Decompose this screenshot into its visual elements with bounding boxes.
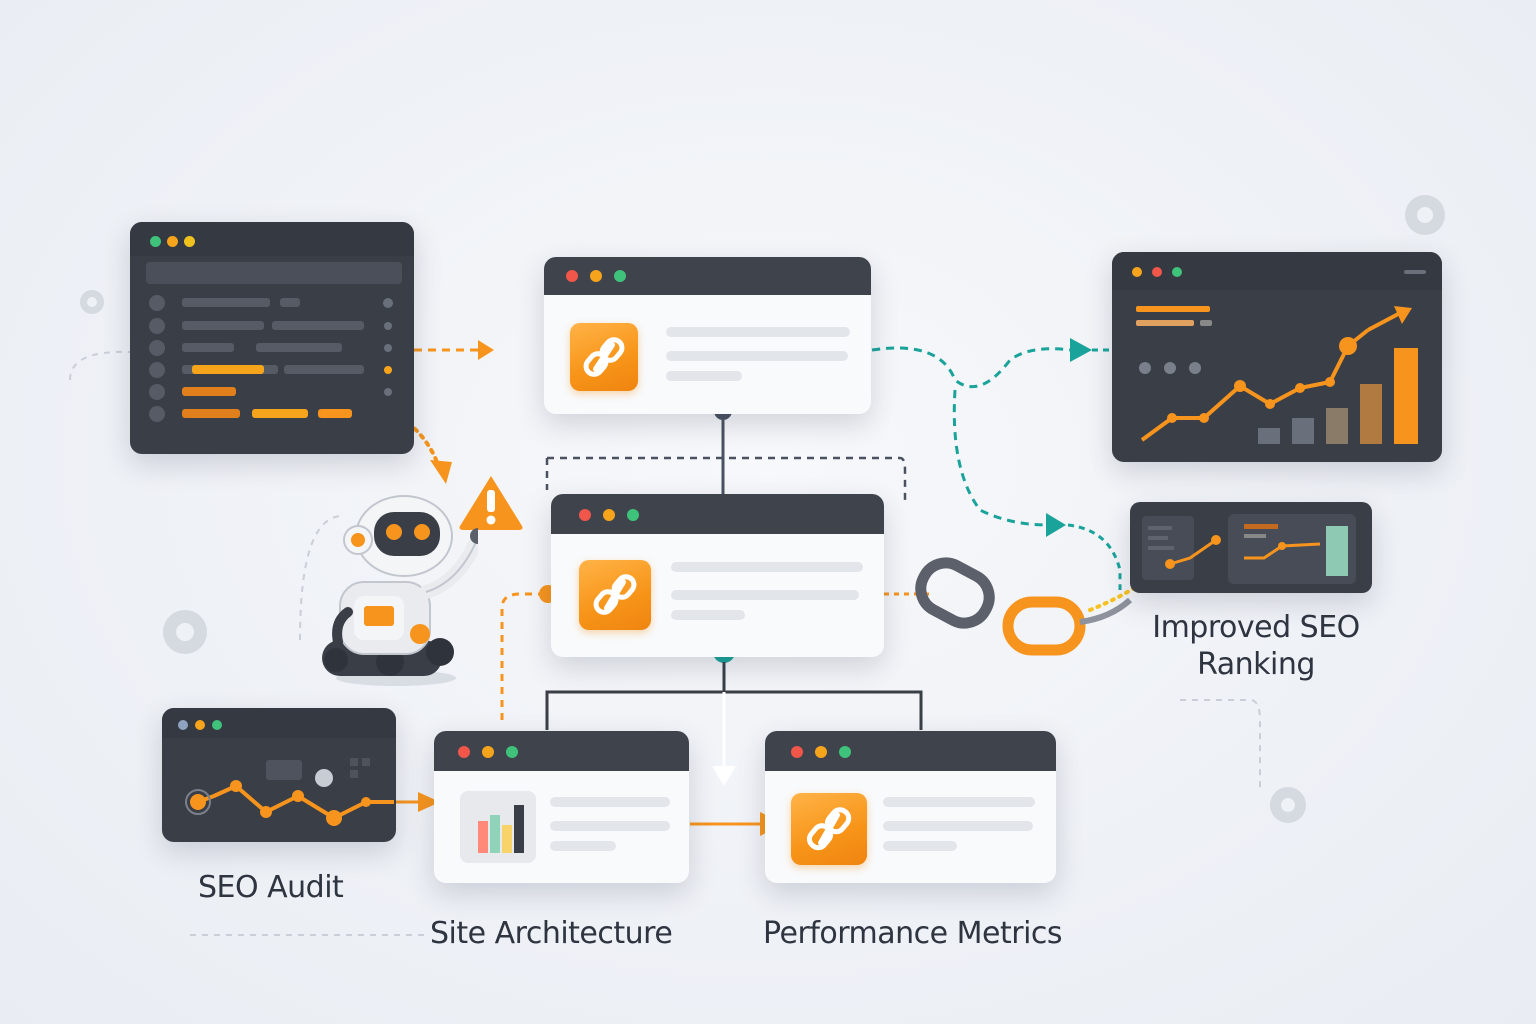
link-icon <box>570 323 638 391</box>
link-window-middle <box>551 494 884 657</box>
performance-metrics-window <box>765 731 1056 883</box>
seo-audit-panel <box>162 708 396 842</box>
link-icon <box>791 793 867 865</box>
warning-icon <box>459 476 523 530</box>
audit-list-panel <box>130 222 414 454</box>
improved-ranking-panel <box>1130 502 1372 593</box>
link-icon <box>579 560 651 630</box>
robot-icon <box>322 495 478 686</box>
improved-seo-label-line2: Ranking <box>1197 647 1315 682</box>
seo-audit-label: SEO Audit <box>198 870 344 905</box>
trend-arrow-icon <box>1136 306 1418 444</box>
site-architecture-label: Site Architecture <box>430 916 673 951</box>
improved-seo-label-line1: Improved SEO <box>1152 610 1360 645</box>
site-architecture-window <box>434 731 689 883</box>
performance-metrics-label: Performance Metrics <box>763 916 1063 951</box>
bar-chart-icon <box>460 791 536 863</box>
chain-icon <box>915 557 1133 656</box>
link-window-top <box>544 257 871 414</box>
ranking-chart-panel <box>1112 252 1442 462</box>
